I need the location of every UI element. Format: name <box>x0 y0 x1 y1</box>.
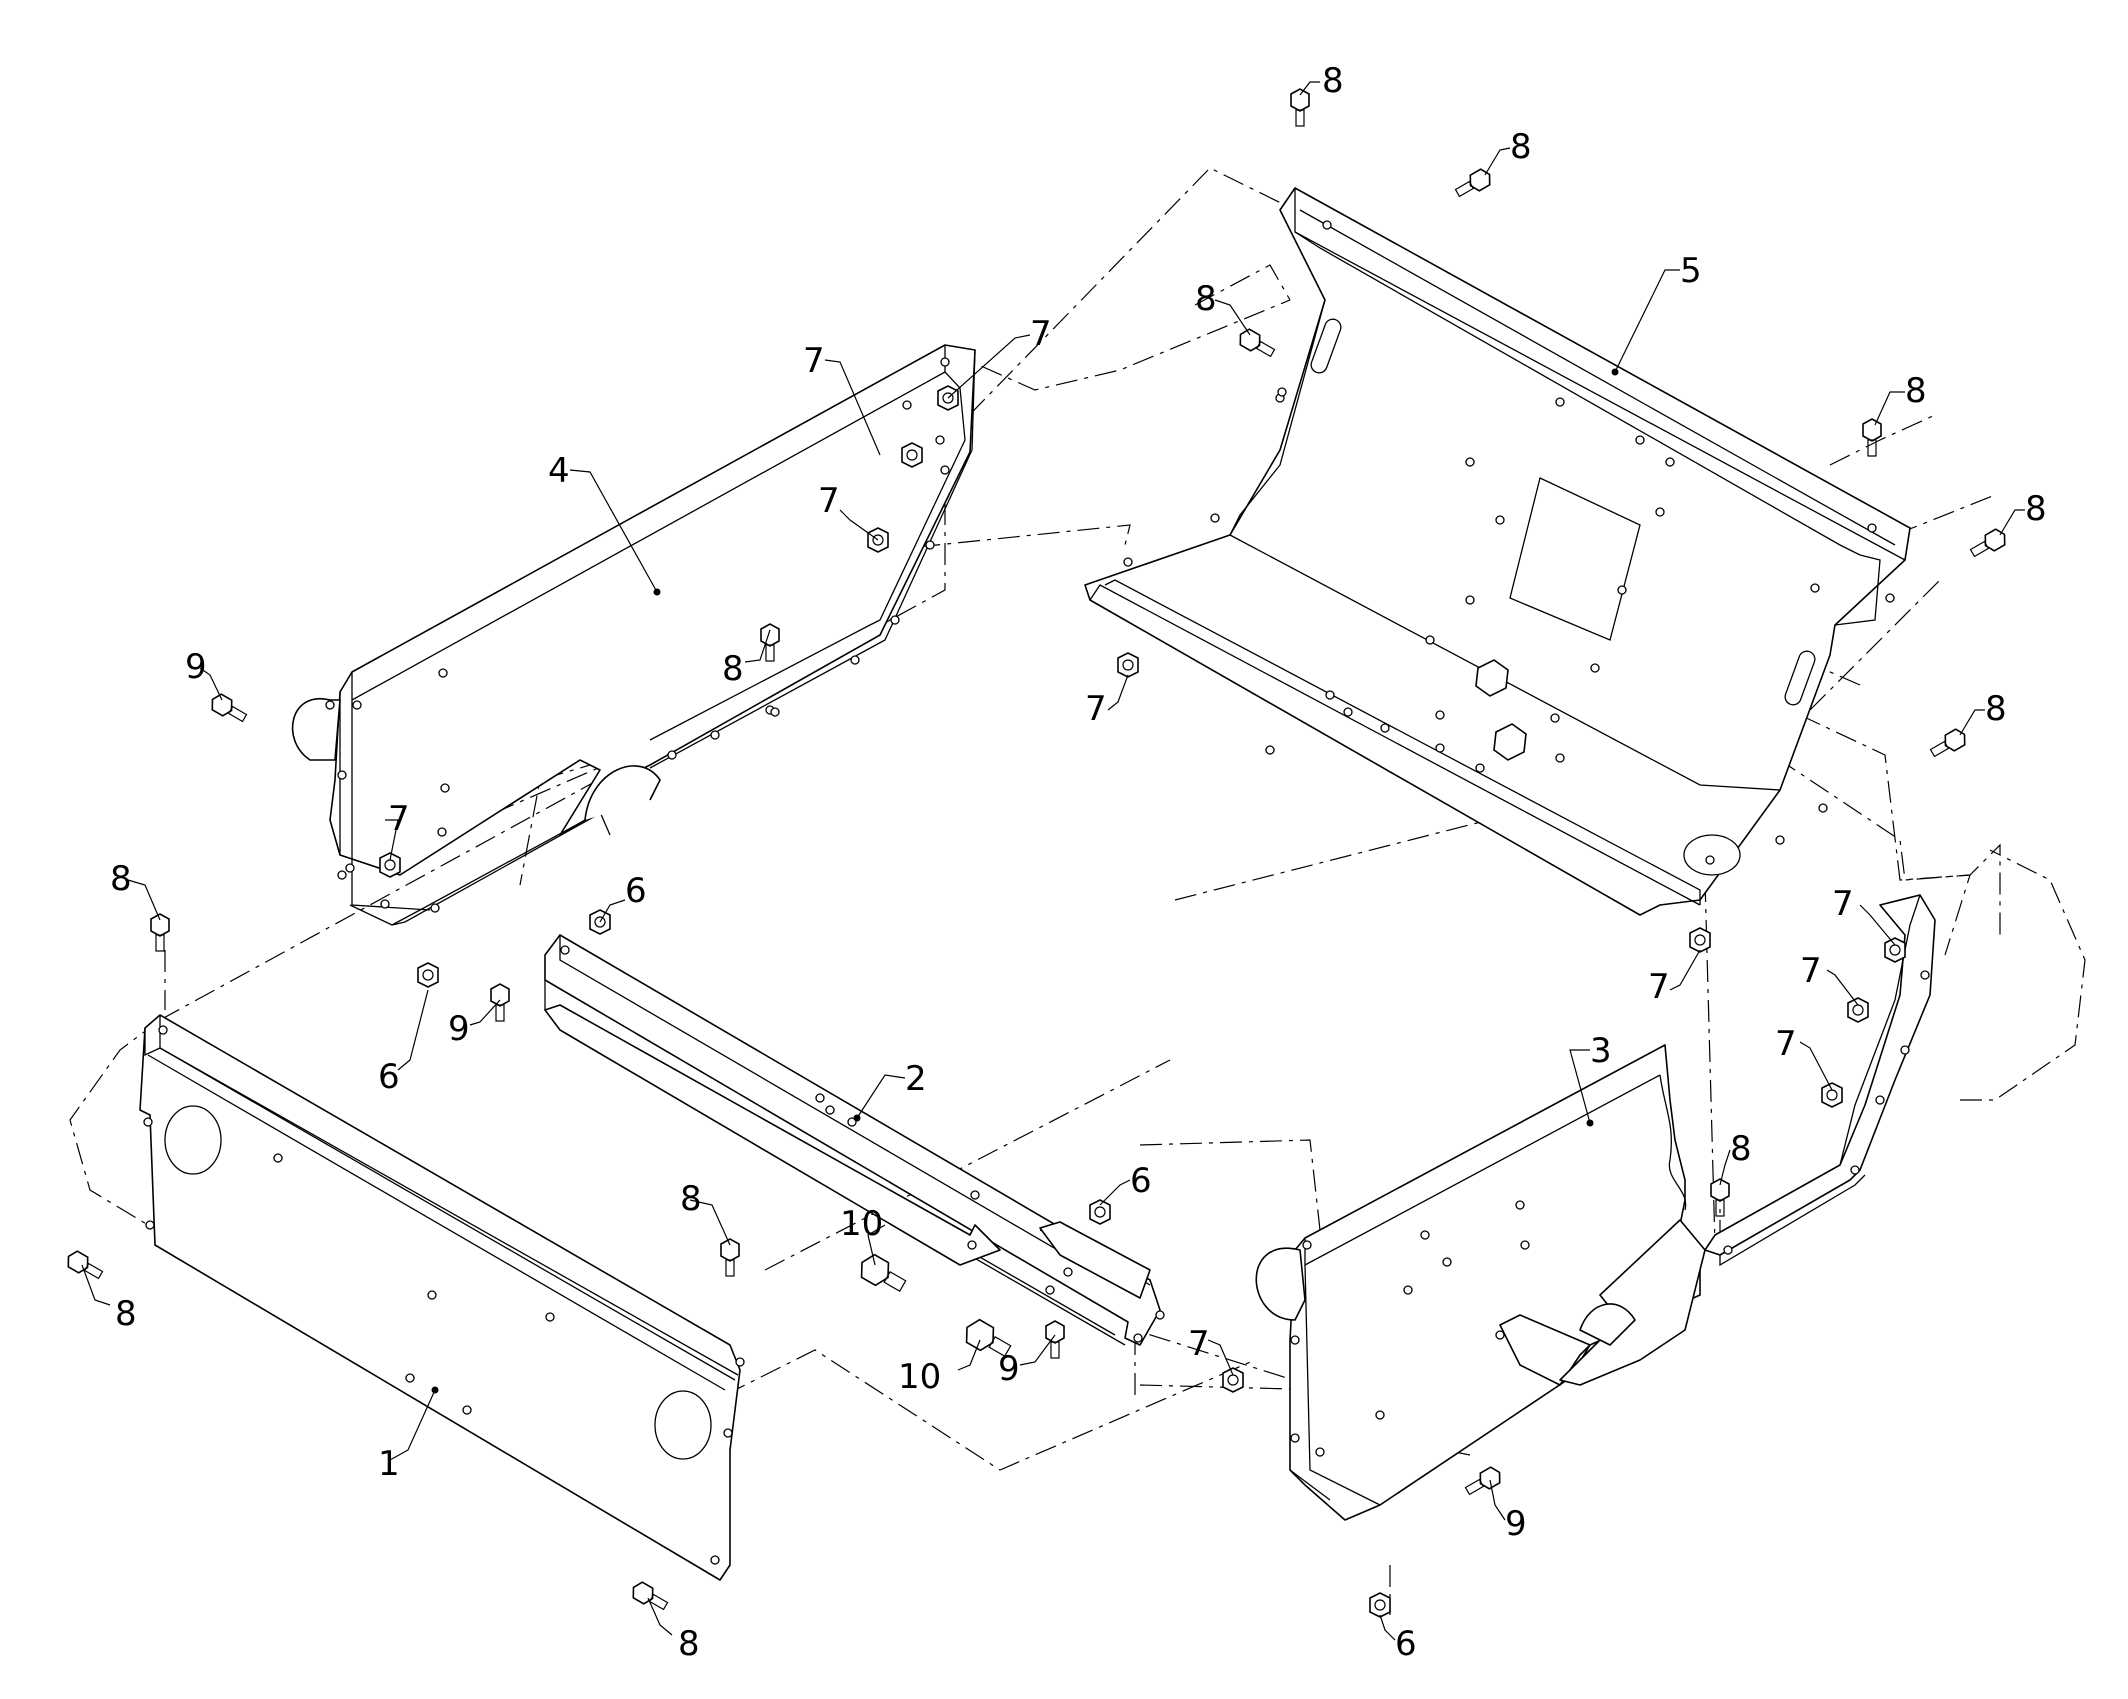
part-1-front-panel <box>139 1014 745 1581</box>
bracket-holes <box>1723 970 1930 1255</box>
callout-7g: 7 <box>1832 884 1854 924</box>
bolt-9c <box>1045 1320 1065 1359</box>
nut-7f <box>1689 927 1711 953</box>
bolt-8d <box>1862 418 1882 457</box>
callout-8a: 8 <box>1322 61 1344 101</box>
callout-5: 5 <box>1680 251 1702 291</box>
callout-7d: 7 <box>1085 689 1107 729</box>
part-4-holes <box>325 357 950 913</box>
callout-9a: 9 <box>185 647 207 687</box>
bolt-10a <box>860 1253 907 1293</box>
callout-8d: 8 <box>1905 371 1927 411</box>
nut-7e <box>379 852 401 878</box>
nut-6b <box>417 962 439 988</box>
bolt-10b <box>965 1318 1012 1358</box>
callout-8e: 8 <box>2025 489 2047 529</box>
callout-7j: 7 <box>1188 1324 1210 1364</box>
bolt-8f <box>1929 728 1966 758</box>
nut-7h <box>1847 997 1869 1023</box>
nut-6d <box>1369 1592 1391 1618</box>
part-5-holes <box>1123 220 1895 865</box>
part-2-holes <box>560 945 1165 1343</box>
assembly-dash-lines <box>69 167 2086 1615</box>
bolt-8g <box>760 623 780 662</box>
callout-6c: 6 <box>1130 1161 1152 1201</box>
callout-8g: 8 <box>722 649 744 689</box>
callout-7b: 7 <box>1030 314 1052 354</box>
bolt-8i <box>67 1250 104 1280</box>
callout-9b: 9 <box>448 1009 470 1049</box>
callout-8f: 8 <box>1985 689 2007 729</box>
callout-6a: 6 <box>625 871 647 911</box>
nut-7b <box>901 442 923 468</box>
callout-10a: 10 <box>840 1204 883 1244</box>
callout-8b: 8 <box>1510 127 1532 167</box>
nut-7d <box>1117 652 1139 678</box>
bolts <box>67 88 2006 1611</box>
callout-2: 2 <box>905 1059 927 1099</box>
nut-6c <box>1089 1199 1111 1225</box>
bolt-8j <box>720 1238 740 1277</box>
nut-7i <box>1821 1082 1843 1108</box>
bolt-8e <box>1969 528 2006 558</box>
callout-7e: 7 <box>388 799 410 839</box>
bolt-8l <box>1710 1178 1730 1217</box>
bolt-9b <box>490 983 510 1022</box>
part-3-right-side-panel <box>1255 1044 1706 1521</box>
nut-7j <box>1222 1367 1244 1393</box>
callout-labels: 1 2 3 4 5 6 6 6 6 7 7 7 7 7 7 7 7 7 7 8 … <box>110 61 2047 1664</box>
bolt-8c <box>1239 328 1276 358</box>
right-rear-bracket <box>1704 894 1936 1267</box>
callout-1: 1 <box>378 1444 400 1484</box>
callout-7h: 7 <box>1800 951 1822 991</box>
callout-7i: 7 <box>1775 1024 1797 1064</box>
callout-9c: 9 <box>998 1349 1020 1389</box>
callout-4: 4 <box>548 451 570 491</box>
part-3-holes <box>1290 1200 1530 1457</box>
callout-3: 3 <box>1590 1031 1612 1071</box>
callout-10b: 10 <box>898 1357 941 1397</box>
callout-6b: 6 <box>378 1057 400 1097</box>
callout-8j: 8 <box>680 1179 702 1219</box>
callout-7f: 7 <box>1648 967 1670 1007</box>
callout-8l: 8 <box>1730 1129 1752 1169</box>
callout-8i: 8 <box>115 1294 137 1334</box>
bolt-8k <box>632 1581 669 1611</box>
callout-6d: 6 <box>1395 1624 1417 1664</box>
bolt-9d <box>1464 1466 1501 1496</box>
callout-8c: 8 <box>1195 279 1217 319</box>
callout-7a: 7 <box>803 341 825 381</box>
leader-lines <box>81 81 2025 1641</box>
bolt-8b <box>1454 168 1491 198</box>
part-1-holes <box>143 1025 745 1565</box>
bolt-8a <box>1290 88 1310 127</box>
nuts <box>379 385 1906 1618</box>
callout-9d: 9 <box>1505 1504 1527 1544</box>
part-2-center-rail <box>544 934 1165 1346</box>
bolt-8h <box>150 913 170 952</box>
callout-8h: 8 <box>110 859 132 899</box>
callout-7c: 7 <box>818 481 840 521</box>
part-5-rear-tray <box>1084 187 1911 916</box>
part-4-left-side-panel <box>291 344 976 926</box>
callout-8k: 8 <box>678 1624 700 1664</box>
bolt-9a <box>211 693 248 723</box>
nut-7g <box>1884 937 1906 963</box>
